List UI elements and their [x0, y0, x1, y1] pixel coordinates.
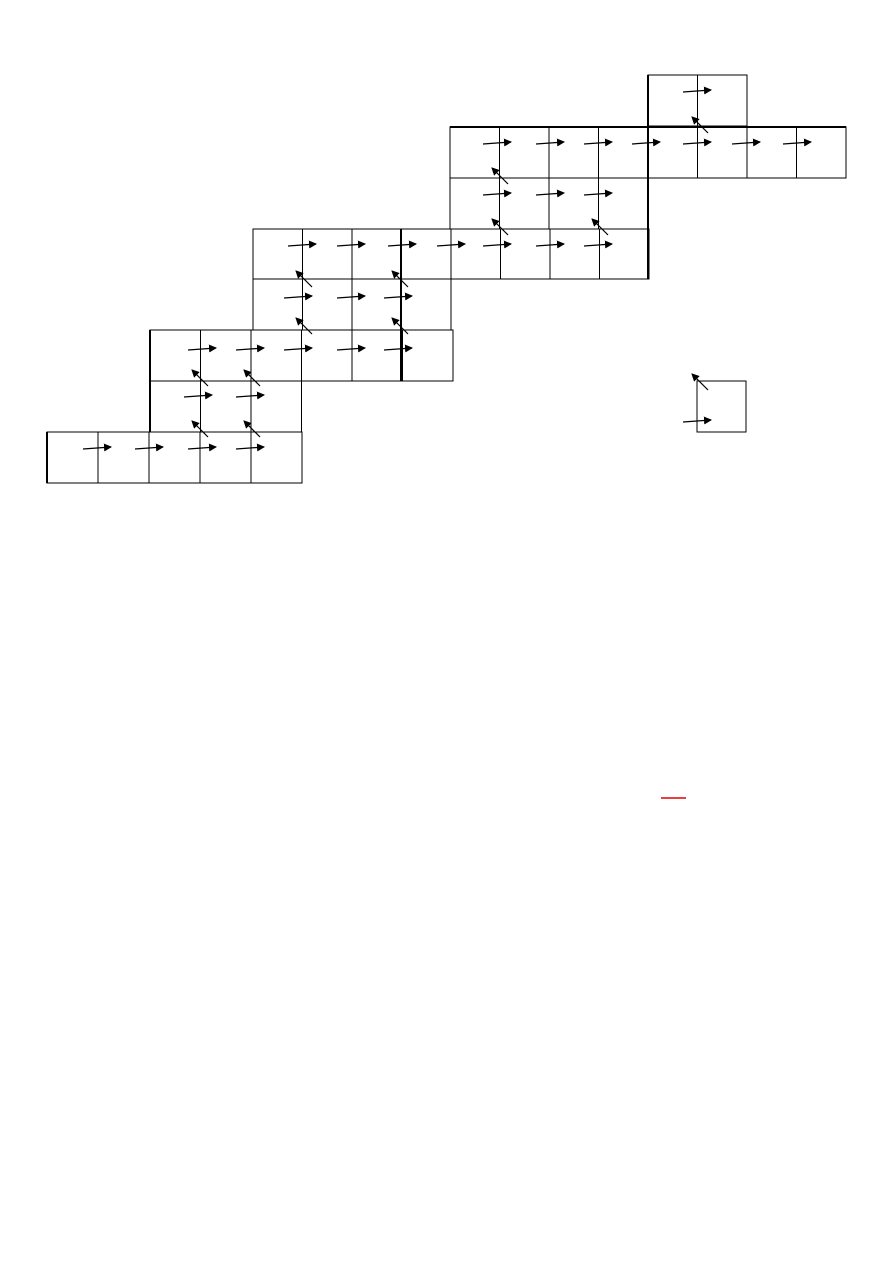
- grid-cell: [148, 431, 201, 484]
- diagonal-up-left-arrow: [591, 218, 609, 236]
- right-arrow: [631, 138, 661, 147]
- grid-cell: [97, 431, 150, 484]
- right-arrow: [383, 292, 413, 301]
- diagonal-up-left-arrow: [491, 218, 509, 236]
- right-arrow: [682, 416, 712, 425]
- right-arrow: [287, 240, 317, 249]
- grid-cell: [647, 74, 698, 127]
- grid-cell: [599, 228, 650, 280]
- diagonal-up-left-arrow: [191, 369, 209, 387]
- grid-cell: [598, 177, 649, 230]
- right-arrow: [682, 138, 712, 147]
- grid-cell: [351, 329, 403, 382]
- right-arrow: [682, 86, 712, 95]
- right-arrow: [235, 344, 265, 353]
- grid-cells: [46, 74, 847, 484]
- thick-outlines: [46, 75, 846, 483]
- grid-cell: [351, 228, 402, 280]
- right-arrow: [482, 240, 512, 249]
- grid-cell: [697, 126, 748, 179]
- grid-cell: [200, 329, 252, 382]
- grid-cell: [548, 126, 599, 179]
- grid-cell: [250, 329, 302, 382]
- diagonal-up-left-arrow: [391, 317, 409, 335]
- grid-cell: [696, 380, 747, 433]
- right-arrow: [336, 240, 366, 249]
- right-arrow: [436, 240, 466, 249]
- diagonal-up-left-arrow: [391, 270, 409, 288]
- grid-cell: [302, 278, 353, 331]
- grid-cell: [450, 228, 501, 280]
- right-arrow: [187, 443, 217, 452]
- grid-cell: [199, 431, 252, 484]
- grid-cell: [549, 228, 600, 280]
- right-arrow: [535, 189, 565, 198]
- grid-cell: [252, 278, 303, 331]
- grid-cell: [697, 74, 748, 127]
- grid-cell: [499, 126, 550, 179]
- grid-cell: [301, 329, 353, 382]
- right-arrow: [482, 189, 512, 198]
- right-arrow: [283, 292, 313, 301]
- right-arrow: [731, 138, 761, 147]
- diagonal-up-left-arrow: [191, 420, 209, 438]
- diagonal-up-left-arrow: [295, 270, 313, 288]
- right-arrow: [283, 344, 313, 353]
- grid-cell: [449, 177, 500, 230]
- right-arrow: [583, 138, 613, 147]
- right-arrow: [535, 240, 565, 249]
- diagonal-up-left-arrow: [243, 369, 261, 387]
- right-arrow: [235, 443, 265, 452]
- grid-cell: [302, 228, 353, 280]
- diagonal-up-left-arrow: [691, 116, 709, 134]
- diagonal-up-left-arrow: [691, 373, 709, 391]
- grid-cell: [252, 228, 303, 280]
- right-arrow: [82, 443, 112, 452]
- grid-cell: [250, 380, 302, 433]
- right-arrow: [336, 344, 366, 353]
- right-arrow: [387, 240, 417, 249]
- grid-cell: [351, 278, 402, 331]
- right-arrow: [535, 138, 565, 147]
- right-arrow: [383, 344, 413, 353]
- grid-cell: [598, 126, 649, 179]
- right-arrow: [336, 292, 366, 301]
- grid-cell: [46, 431, 99, 484]
- grid-cell: [149, 380, 201, 433]
- diagonal-up-left-arrow: [491, 167, 509, 185]
- grid-cell: [402, 329, 454, 382]
- right-arrow: [235, 391, 265, 400]
- grid-cell: [548, 177, 599, 230]
- grid-cell: [746, 126, 797, 179]
- grid-cell: [250, 431, 303, 484]
- arrows-layer: [82, 86, 812, 452]
- right-arrow: [583, 240, 613, 249]
- grid-cell: [647, 126, 698, 179]
- grid-cell: [149, 329, 201, 382]
- right-arrow: [183, 391, 213, 400]
- grid-cell: [500, 228, 551, 280]
- grid-cell: [200, 380, 252, 433]
- right-arrow: [782, 138, 812, 147]
- right-arrow: [583, 189, 613, 198]
- grid-cell: [401, 228, 452, 280]
- grid-cell: [401, 278, 452, 331]
- diagonal-up-left-arrow: [243, 420, 261, 438]
- right-arrow: [187, 344, 217, 353]
- grid-cell: [499, 177, 550, 230]
- grid-cell: [796, 126, 847, 179]
- right-arrow: [134, 443, 164, 452]
- diagonal-up-left-arrow: [295, 317, 313, 335]
- grid-cell: [449, 126, 500, 179]
- right-arrow: [482, 138, 512, 147]
